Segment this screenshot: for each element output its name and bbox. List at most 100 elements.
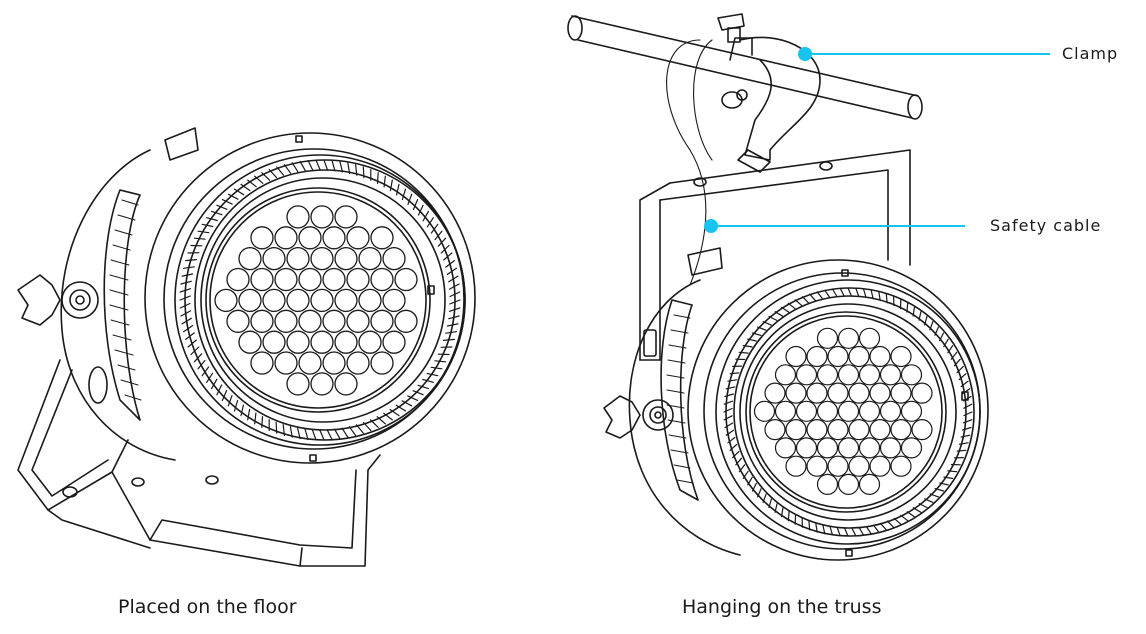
rim-tick: [788, 512, 789, 521]
rim-tick: [866, 527, 871, 534]
led-lens: [797, 401, 817, 421]
rim-tick: [308, 161, 313, 171]
rim-tick: [913, 508, 921, 513]
led-lens: [239, 289, 261, 311]
rim-tick: [859, 528, 863, 536]
led-lens: [807, 347, 827, 367]
led-lens: [239, 331, 261, 353]
rim-tick: [316, 160, 320, 170]
rim-tick: [748, 477, 753, 485]
led-lens: [839, 401, 859, 421]
led-lens: [275, 227, 297, 249]
led-lens: [860, 401, 880, 421]
rim-tick: [825, 290, 830, 297]
led-lens: [912, 383, 932, 403]
rim-tick: [957, 450, 966, 451]
led-lens: [891, 420, 911, 440]
led-lens: [311, 373, 333, 395]
led-lens: [335, 289, 357, 311]
led-lens: [371, 269, 393, 291]
rim-tick: [894, 518, 901, 524]
led-lens: [797, 438, 817, 458]
led-lens: [818, 328, 838, 348]
rim-tick: [856, 288, 859, 296]
led-lens: [215, 289, 237, 311]
rim-tick: [948, 346, 953, 353]
led-lens: [870, 383, 890, 403]
led-lens: [263, 289, 285, 311]
led-lens: [287, 248, 309, 270]
led-lens: [359, 289, 381, 311]
led-lens: [818, 365, 838, 385]
led-lens: [323, 269, 345, 291]
led-lens: [335, 206, 357, 228]
rim-tick: [775, 312, 783, 317]
caption-floor: Placed on the floor: [118, 596, 297, 618]
led-lens: [881, 438, 901, 458]
rim-tick: [743, 471, 748, 478]
led-lens: [251, 352, 273, 374]
led-lens: [912, 420, 932, 440]
rim-tick: [809, 521, 810, 530]
led-lens: [891, 456, 911, 476]
rim-tick: [959, 443, 968, 444]
rim-tick: [349, 427, 355, 436]
led-lens: [287, 331, 309, 353]
led-lens: [383, 289, 405, 311]
led-lens: [347, 227, 369, 249]
led-lens: [299, 269, 321, 291]
led-lens: [287, 373, 309, 395]
led-lens: [818, 438, 838, 458]
led-lens: [765, 383, 785, 403]
led-lens: [299, 227, 321, 249]
led-lens: [227, 269, 249, 291]
rim-tick: [335, 429, 340, 438]
led-lens: [299, 310, 321, 332]
rim-tick: [848, 288, 852, 296]
rim-tick: [378, 173, 379, 184]
rim-tick: [782, 307, 789, 312]
led-lens: [299, 352, 321, 374]
rim-tick: [446, 332, 457, 334]
rim-tick: [184, 267, 195, 269]
led-lens: [849, 456, 869, 476]
rim-tick: [964, 412, 972, 416]
led-lens: [839, 438, 859, 458]
led-lens: [860, 365, 880, 385]
led-lens: [881, 365, 901, 385]
led-lens: [323, 352, 345, 374]
led-lens: [755, 401, 775, 421]
rim-tick: [728, 380, 737, 381]
led-lens: [849, 383, 869, 403]
led-lens: [275, 310, 297, 332]
led-lens: [335, 248, 357, 270]
led-lens: [395, 269, 417, 291]
rim-tick: [276, 422, 277, 433]
led-lens: [287, 206, 309, 228]
led-lens: [828, 456, 848, 476]
rim-tick: [788, 303, 795, 308]
led-lens: [849, 420, 869, 440]
led-lens: [347, 352, 369, 374]
safety-cable-label: Safety cable: [990, 216, 1101, 235]
rim-tick: [725, 394, 733, 397]
rim-tick: [730, 373, 739, 374]
led-lens: [251, 310, 273, 332]
rim-tick: [840, 288, 844, 296]
fixture-floor-illustration: [18, 128, 475, 566]
rim-tick: [802, 297, 808, 303]
rim-tick: [363, 167, 364, 178]
led-lens: [797, 365, 817, 385]
led-lens: [860, 474, 880, 494]
rim-tick: [262, 417, 263, 428]
rim-tick: [833, 289, 837, 297]
rim-tick: [320, 430, 324, 440]
rim-tick: [300, 161, 305, 170]
rim-tick: [327, 430, 332, 440]
led-lens: [371, 310, 393, 332]
rim-tick: [444, 339, 455, 340]
rim-tick: [963, 428, 971, 431]
led-lens: [786, 347, 806, 367]
led-lens: [807, 456, 827, 476]
